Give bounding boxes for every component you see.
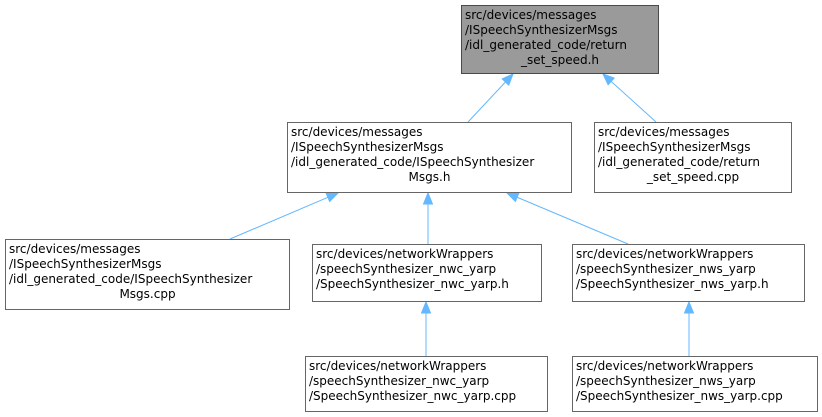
node-label-line: src/devices/messages [291,125,423,139]
edge-msgs_cpp-to-msgs_h [229,196,329,240]
node-label-line: /SpeechSynthesizer_nwc_yarp.h [316,277,509,291]
node-label-line: /speechSynthesizer_nws_yarp [576,374,756,388]
node-label-line: Msgs.h [408,170,451,184]
node-label-line: /SpeechSynthesizer_nws_yarp.cpp [576,389,783,403]
edge-arrowhead [683,300,695,314]
node-label-line: /idl_generated_code/ISpeechSynthesizer [291,155,535,169]
node-label-line: /idl_generated_code/return [598,155,760,169]
node-speechsynthesizer-nws-yarp-h[interactable]: src/devices/networkWrappers /speechSynth… [572,244,805,302]
node-ispeechsynthesizermsgs-h[interactable]: src/devices/messages /ISpeechSynthesizer… [287,122,572,193]
node-label-line: src/devices/networkWrappers [316,247,494,261]
node-speechsynthesizer-nws-yarp-cpp[interactable]: src/devices/networkWrappers /speechSynth… [572,356,818,412]
node-label-line: src/devices/networkWrappers [309,359,487,373]
node-speechsynthesizer-nwc-yarp-h[interactable]: src/devices/networkWrappers /speechSynth… [312,244,542,302]
node-return-set-speed-cpp[interactable]: src/devices/messages /ISpeechSynthesizer… [594,122,792,193]
edge-return_cpp-to-root [610,81,657,123]
edge-nws_h-to-msgs_h [516,196,629,245]
node-label-line: /ISpeechSynthesizerMsgs [465,23,618,37]
node-label-line: src/devices/messages [465,8,597,22]
node-ispeechsynthesizermsgs-cpp[interactable]: src/devices/messages /ISpeechSynthesizer… [5,239,290,310]
node-label-line: _set_speed.h [520,53,599,67]
edge-arrowhead [420,300,432,314]
node-return-set-speed-h[interactable]: src/devices/messages /ISpeechSynthesizer… [461,5,659,74]
node-label-line: src/devices/messages [9,242,141,256]
node-label-line: src/devices/networkWrappers [576,247,754,261]
node-label-line: src/devices/messages [598,125,730,139]
node-label-line: /SpeechSynthesizer_nws_yarp.h [576,277,769,291]
node-label-line: /speechSynthesizer_nwc_yarp [309,374,490,388]
node-label-line: /ISpeechSynthesizerMsgs [291,140,444,154]
node-label-line: /SpeechSynthesizer_nwc_yarp.cpp [309,389,517,403]
node-label-line: Msgs.cpp [119,287,176,301]
edge-msgs_h-to-root [467,81,506,123]
node-label-line: /speechSynthesizer_nws_yarp [576,262,756,276]
node-speechsynthesizer-nwc-yarp-cpp[interactable]: src/devices/networkWrappers /speechSynth… [305,356,548,412]
edge-arrowhead [325,192,340,203]
edge-arrowhead [602,73,616,86]
node-label-line: src/devices/networkWrappers [576,359,754,373]
node-label-line: /ISpeechSynthesizerMsgs [9,257,162,271]
node-label-line: /idl_generated_code/return [465,38,627,52]
node-label-line: _set_speed.cpp [646,170,740,184]
node-label-line: /speechSynthesizer_nwc_yarp [316,262,497,276]
node-label-line: /ISpeechSynthesizerMsgs [598,140,751,154]
edge-arrowhead [505,192,520,203]
node-label-line: /idl_generated_code/ISpeechSynthesizer [9,272,253,286]
edge-arrowhead [501,73,514,86]
edge-arrowhead [422,191,434,205]
